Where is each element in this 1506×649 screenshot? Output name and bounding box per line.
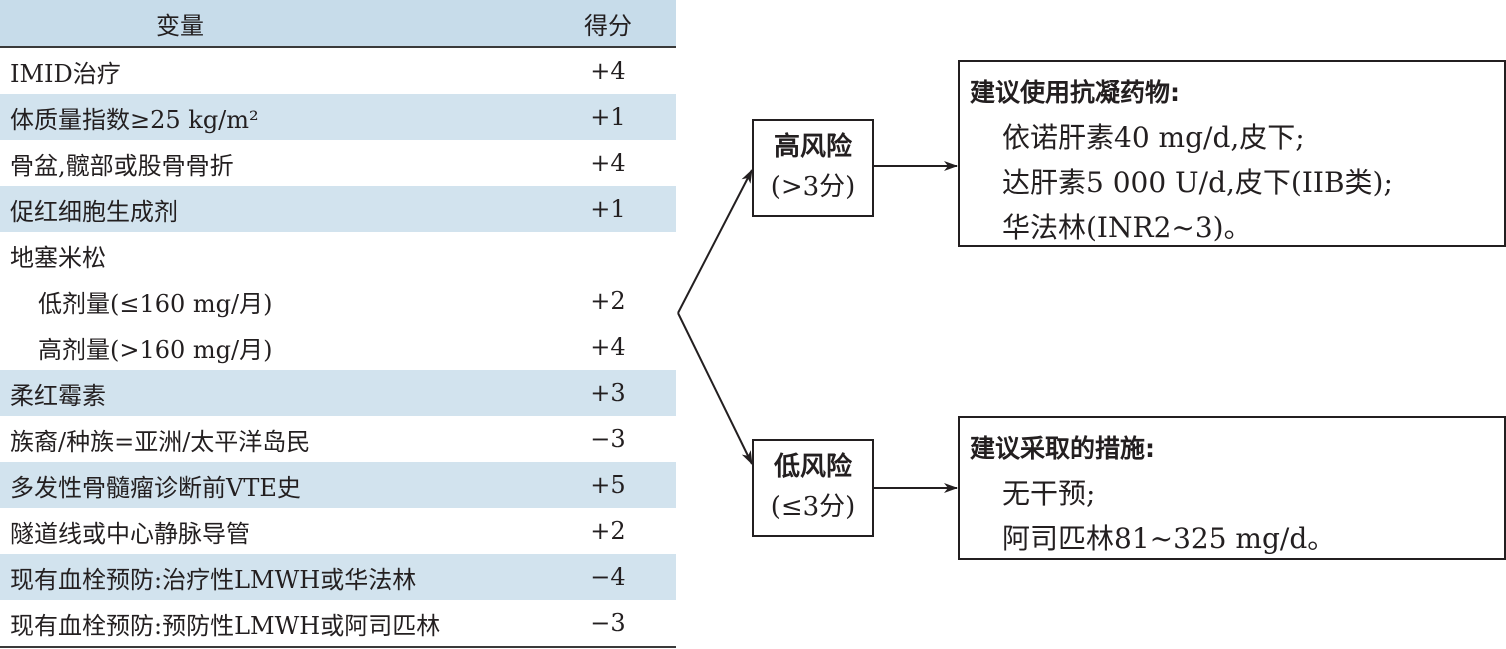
table-row: 柔红霉素+3 xyxy=(0,370,676,416)
low-risk-recommendation-title: 建议采取的措施: xyxy=(970,434,1155,463)
row-score: +4 xyxy=(590,57,626,85)
table-row: 低剂量(≤160 mg/月) +2 xyxy=(0,278,676,324)
branch-line-high xyxy=(677,169,753,314)
row-score: −3 xyxy=(540,600,676,648)
row-variable: IMID治疗 xyxy=(10,59,121,88)
row-variable: 骨盆,髋部或股骨骨折 xyxy=(10,151,234,180)
high-risk-recommendation-title: 建议使用抗凝药物: xyxy=(970,78,1180,107)
table-row: 高剂量(>160 mg/月) +4 xyxy=(0,324,676,370)
table-row: 多发性骨髓瘤诊断前VTE史+5 xyxy=(0,462,676,508)
table-row: 现有血栓预防:治疗性LMWH或华法林−4 xyxy=(0,554,676,600)
low-risk-threshold: (≤3分) xyxy=(770,492,856,522)
row-variable: 隧道线或中心静脉导管 xyxy=(10,519,250,548)
row-score: −4 xyxy=(540,554,676,600)
table-row: 体质量指数≥25 kg/m²+1 xyxy=(0,94,676,140)
row-variable: 柔红霉素 xyxy=(0,370,540,416)
row-score: +4 xyxy=(590,149,626,177)
low-risk-title: 低风险 xyxy=(773,452,852,482)
row-variable: 地塞米松 xyxy=(10,243,106,272)
header-variable: 变量 xyxy=(0,0,540,48)
row-score xyxy=(540,232,676,278)
table-row: 骨盆,髋部或股骨骨折 +4 xyxy=(0,140,676,186)
row-variable: 现有血栓预防:治疗性LMWH或华法林 xyxy=(0,554,540,600)
table-row: 隧道线或中心静脉导管 +2 xyxy=(0,508,676,554)
high-risk-title: 高风险 xyxy=(773,132,852,162)
row-score: +5 xyxy=(540,462,676,508)
high-risk-box: 高风险 (>3分) xyxy=(752,119,874,217)
header-score: 得分 xyxy=(540,0,676,48)
high-risk-threshold: (>3分) xyxy=(770,172,856,202)
row-score: −3 xyxy=(590,425,626,453)
table-body: IMID治疗 +4 体质量指数≥25 kg/m²+1 骨盆,髋部或股骨骨折 +4 促红细胞… xyxy=(0,47,676,648)
row-variable: 体质量指数≥25 kg/m² xyxy=(0,94,540,140)
high-risk-recommendation-item: 达肝素5 000 U/d,皮下(IIB类); xyxy=(1002,166,1393,199)
table-row: 现有血栓预防:预防性LMWH或阿司匹林−3 xyxy=(0,600,676,648)
row-variable: 现有血栓预防:预防性LMWH或阿司匹林 xyxy=(0,600,540,648)
high-risk-recommendation-item: 华法林(INR2~3)。 xyxy=(1002,211,1252,244)
table-header-row: 变量 得分 xyxy=(0,0,676,48)
table-row: 地塞米松 xyxy=(0,232,676,278)
low-risk-box: 低风险 (≤3分) xyxy=(752,439,874,537)
high-risk-recommendation-box: 建议使用抗凝药物: 依诺肝素40 mg/d,皮下; 达肝素5 000 U/d,皮… xyxy=(958,60,1506,247)
branch-line-low xyxy=(677,312,753,465)
row-score: +3 xyxy=(540,370,676,416)
low-risk-recommendation-item: 无干预; xyxy=(1002,477,1096,510)
row-score: +4 xyxy=(590,333,626,361)
row-variable: 促红细胞生成剂 xyxy=(0,186,540,232)
low-risk-recommendation-item: 阿司匹林81~325 mg/d。 xyxy=(1002,522,1336,555)
low-risk-recommendation-box: 建议采取的措施: 无干预; 阿司匹林81~325 mg/d。 xyxy=(958,416,1506,560)
row-score: +2 xyxy=(590,287,626,315)
row-score: +2 xyxy=(590,517,626,545)
table-row: IMID治疗 +4 xyxy=(0,47,676,94)
row-variable: 高剂量(>160 mg/月) xyxy=(38,335,273,364)
high-risk-recommendation-item: 依诺肝素40 mg/d,皮下; xyxy=(1002,121,1305,154)
table-row: 促红细胞生成剂+1 xyxy=(0,186,676,232)
row-variable: 多发性骨髓瘤诊断前VTE史 xyxy=(0,462,540,508)
row-variable: 族裔/种族=亚洲/太平洋岛民 xyxy=(10,427,311,456)
row-score: +1 xyxy=(540,94,676,140)
row-variable: 低剂量(≤160 mg/月) xyxy=(38,289,273,318)
table-row: 族裔/种族=亚洲/太平洋岛民 −3 xyxy=(0,416,676,462)
row-score: +1 xyxy=(540,186,676,232)
